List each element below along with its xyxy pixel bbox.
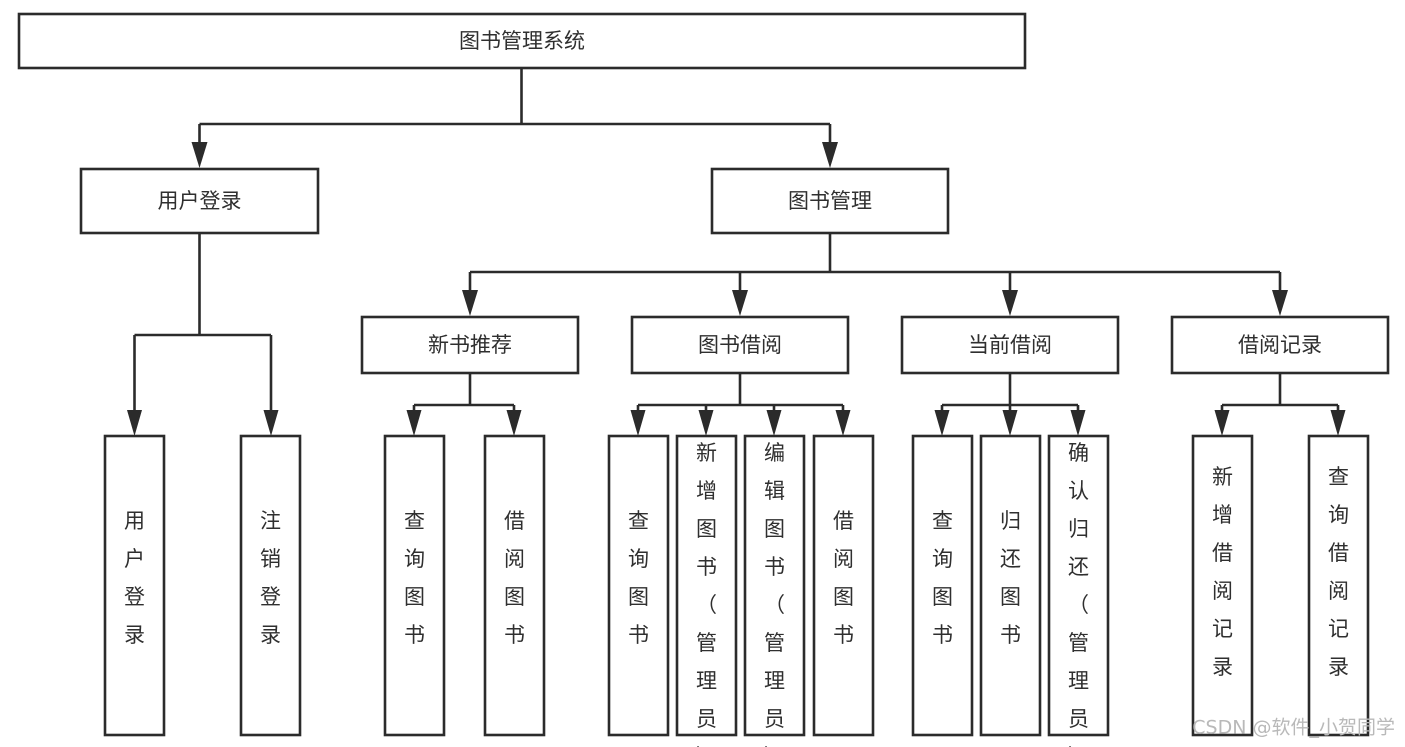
arrow-newbook-leaf-2	[506, 410, 522, 436]
csdn-watermark: CSDN @软件_小贺同学	[1192, 717, 1395, 739]
node-book-borrow-label: 图书借阅	[698, 333, 782, 357]
leaf-book-borrow-3[interactable]: 借阅图书	[812, 434, 875, 737]
leaf-new-book-0[interactable]: 查询图书	[383, 434, 446, 737]
node-root-box[interactable]	[17, 12, 1027, 70]
leaf-book-borrow-0-label: 查询图书	[628, 509, 649, 647]
leaf-new-book-1[interactable]: 借阅图书	[483, 434, 546, 737]
arrow-bookmanage-child-3	[1002, 290, 1018, 316]
node-borrow-record-box[interactable]	[1170, 315, 1390, 375]
arrow-userlogin-leaf-2	[263, 410, 279, 436]
node-current-borrow-box[interactable]	[900, 315, 1120, 375]
leaf-user-login-1-label: 注销登录	[260, 509, 281, 647]
arrow-borrowrecord-leaf-1	[1214, 410, 1230, 436]
arrow-root-to-user-login	[191, 142, 208, 168]
leaf-borrow-record-1-label: 查询借阅记录	[1328, 465, 1349, 679]
leaf-new-book-1-label: 借阅图书	[504, 509, 525, 647]
leaf-book-borrow-0[interactable]: 查询图书	[607, 434, 670, 737]
leaf-book-borrow-1[interactable]: 新增图书（管理员）	[675, 434, 738, 747]
node-root-label: 图书管理系统	[459, 29, 585, 53]
leaf-book-borrow-3-label: 借阅图书	[833, 509, 854, 647]
leaf-borrow-record-1[interactable]: 查询借阅记录	[1307, 434, 1370, 737]
arrow-borrowrecord-leaf-2	[1330, 410, 1346, 436]
leaf-user-login-1-box[interactable]	[239, 434, 302, 737]
arrow-currentborrow-leaf-3	[1070, 410, 1086, 436]
leaf-borrow-record-0[interactable]: 新增借阅记录	[1191, 434, 1254, 737]
leaf-current-borrow-2-box[interactable]	[1047, 434, 1110, 737]
leaf-new-book-1-box[interactable]	[483, 434, 546, 737]
leaf-user-login-0[interactable]: 用户登录	[103, 434, 166, 737]
connector-layer	[127, 68, 1346, 436]
node-user-login-box[interactable]	[79, 167, 320, 235]
node-user-login-label: 用户登录	[158, 189, 242, 213]
arrow-bookborrow-leaf-3	[766, 410, 782, 436]
node-borrow-record-label: 借阅记录	[1238, 333, 1322, 357]
leaf-book-borrow-1-box[interactable]	[675, 434, 738, 737]
node-new-book-recommend-label: 新书推荐	[428, 333, 512, 357]
leaf-user-login-0-label: 用户登录	[124, 509, 145, 647]
arrow-bookborrow-leaf-1	[630, 410, 646, 436]
arrow-root-to-book-manage	[822, 142, 838, 168]
arrow-bookborrow-leaf-4	[835, 410, 851, 436]
arrow-bookmanage-child-1	[462, 290, 478, 316]
arrow-bookmanage-child-4	[1272, 290, 1288, 316]
leaf-borrow-record-0-box[interactable]	[1191, 434, 1254, 737]
arrow-bookborrow-leaf-2	[698, 410, 714, 436]
leaf-borrow-record-0-label: 新增借阅记录	[1212, 465, 1233, 679]
node-new-book-recommend[interactable]: 新书推荐	[360, 315, 580, 375]
leaf-book-borrow-1-label: 新增图书（管理员）	[696, 441, 717, 747]
leaf-current-borrow-2-label: 确认归还（管理员）	[1068, 441, 1089, 747]
leaf-user-login-1[interactable]: 注销登录	[239, 434, 302, 737]
leaf-current-borrow-1[interactable]: 归还图书	[979, 434, 1042, 737]
node-book-manage[interactable]: 图书管理	[710, 167, 950, 235]
arrow-userlogin-leaf-1	[127, 410, 142, 436]
arrow-bookmanage-child-2	[732, 290, 748, 316]
arrow-currentborrow-leaf-1	[934, 410, 950, 436]
leaf-new-book-0-label: 查询图书	[404, 509, 425, 647]
node-book-borrow-box[interactable]	[630, 315, 850, 375]
leaf-borrow-record-1-box[interactable]	[1307, 434, 1370, 737]
leaf-current-borrow-0[interactable]: 查询图书	[911, 434, 974, 737]
node-root[interactable]: 图书管理系统	[17, 12, 1027, 70]
node-user-login[interactable]: 用户登录	[79, 167, 320, 235]
node-borrow-record[interactable]: 借阅记录	[1170, 315, 1390, 375]
leaf-current-borrow-2[interactable]: 确认归还（管理员）	[1047, 434, 1110, 747]
leaf-new-book-0-box[interactable]	[383, 434, 446, 737]
leaf-current-borrow-1-box[interactable]	[979, 434, 1042, 737]
leaf-current-borrow-0-box[interactable]	[911, 434, 974, 737]
leaf-current-borrow-0-label: 查询图书	[932, 509, 953, 647]
leaf-current-borrow-1-label: 归还图书	[1000, 509, 1021, 647]
node-current-borrow[interactable]: 当前借阅	[900, 315, 1120, 375]
leaf-book-borrow-0-box[interactable]	[607, 434, 670, 737]
leaf-book-borrow-2-label: 编辑图书（管理员）	[764, 441, 785, 747]
leaf-book-borrow-3-box[interactable]	[812, 434, 875, 737]
node-new-book-recommend-box[interactable]	[360, 315, 580, 375]
node-book-manage-label: 图书管理	[788, 189, 872, 213]
node-current-borrow-label: 当前借阅	[968, 333, 1052, 357]
leaf-user-login-0-box[interactable]	[103, 434, 166, 737]
leaf-book-borrow-2-box[interactable]	[743, 434, 806, 737]
node-book-manage-box[interactable]	[710, 167, 950, 235]
arrow-currentborrow-leaf-2	[1002, 410, 1018, 436]
leaf-book-borrow-2[interactable]: 编辑图书（管理员）	[743, 434, 806, 747]
node-book-borrow[interactable]: 图书借阅	[630, 315, 850, 375]
arrow-newbook-leaf-1	[406, 410, 422, 436]
